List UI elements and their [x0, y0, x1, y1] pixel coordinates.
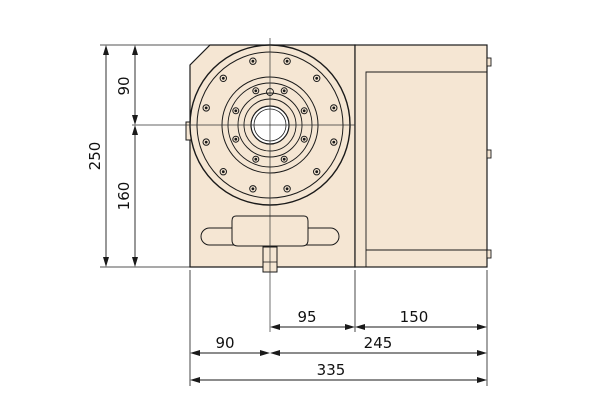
arrow-90v-top [132, 45, 138, 55]
motor-bump-bottom [486, 249, 492, 259]
arrow-335-right [477, 377, 487, 383]
motor-bump-top [486, 57, 492, 67]
bolt-hole-icon-center [254, 89, 258, 93]
dimension-lines [105, 47, 485, 381]
bolt-hole-icon-center [302, 109, 306, 113]
bolt-hole-icon-center [204, 106, 208, 110]
arrow-250-top [103, 45, 109, 55]
bolt-hole-icon-center [282, 157, 286, 161]
bolt-hole-icon-center [332, 140, 336, 144]
bolt-hole-icon-center [254, 157, 258, 161]
dim-label-height-total: 250 [86, 142, 104, 171]
dimension-labels: 250 90 160 95 150 90 245 335 [86, 76, 428, 379]
bolt-hole-icon-center [251, 187, 255, 191]
arrow-335-left [190, 377, 200, 383]
bolt-hole-icon-center [315, 76, 319, 80]
arrowheads [103, 45, 487, 383]
inner-bolt-circle [232, 87, 308, 163]
dim-label-height-lower: 160 [115, 182, 133, 211]
dim-label-width-335: 335 [317, 361, 346, 379]
bolt-hole-icon-center [332, 106, 336, 110]
arrow-90h-left [190, 350, 200, 356]
motor-housing-inner [365, 71, 487, 267]
bolt-hole-icon-center [285, 59, 289, 63]
arrow-245-left [270, 350, 280, 356]
dim-label-width-95: 95 [297, 308, 316, 326]
arrow-160-top [132, 125, 138, 135]
extension-lines [100, 44, 488, 386]
bolt-hole-icon-center [251, 59, 255, 63]
arrow-250-bottom [103, 257, 109, 267]
dim-label-width-90: 90 [215, 334, 234, 352]
dim-label-width-150: 150 [400, 308, 429, 326]
arrow-245-right [477, 350, 487, 356]
dim-label-width-245: 245 [364, 334, 393, 352]
bolt-hole-icon-center [315, 170, 319, 174]
arrow-160-bottom [132, 257, 138, 267]
bolt-hole-icon-center [282, 89, 286, 93]
bolt-hole-icon-center [221, 170, 225, 174]
bolt-hole-icon-center [204, 140, 208, 144]
outer-bolt-circle [202, 57, 338, 193]
arrow-90h-right [260, 350, 270, 356]
dim-label-height-upper: 90 [115, 76, 133, 95]
motor-housing [354, 44, 488, 268]
arrow-150-left [355, 324, 365, 330]
center-lines [132, 38, 355, 332]
bolt-hole-icon-center [302, 137, 306, 141]
bolt-hole-icon-center [285, 187, 289, 191]
bolt-hole-icon-center [221, 76, 225, 80]
bolt-hole-icon-center [234, 137, 238, 141]
arrow-90v-bottom [132, 115, 138, 125]
arrow-95-right [345, 324, 355, 330]
bolt-hole-icon-center [234, 109, 238, 113]
motor-bump-middle [486, 149, 492, 159]
arrow-95-left [270, 324, 280, 330]
arrow-150-right [477, 324, 487, 330]
